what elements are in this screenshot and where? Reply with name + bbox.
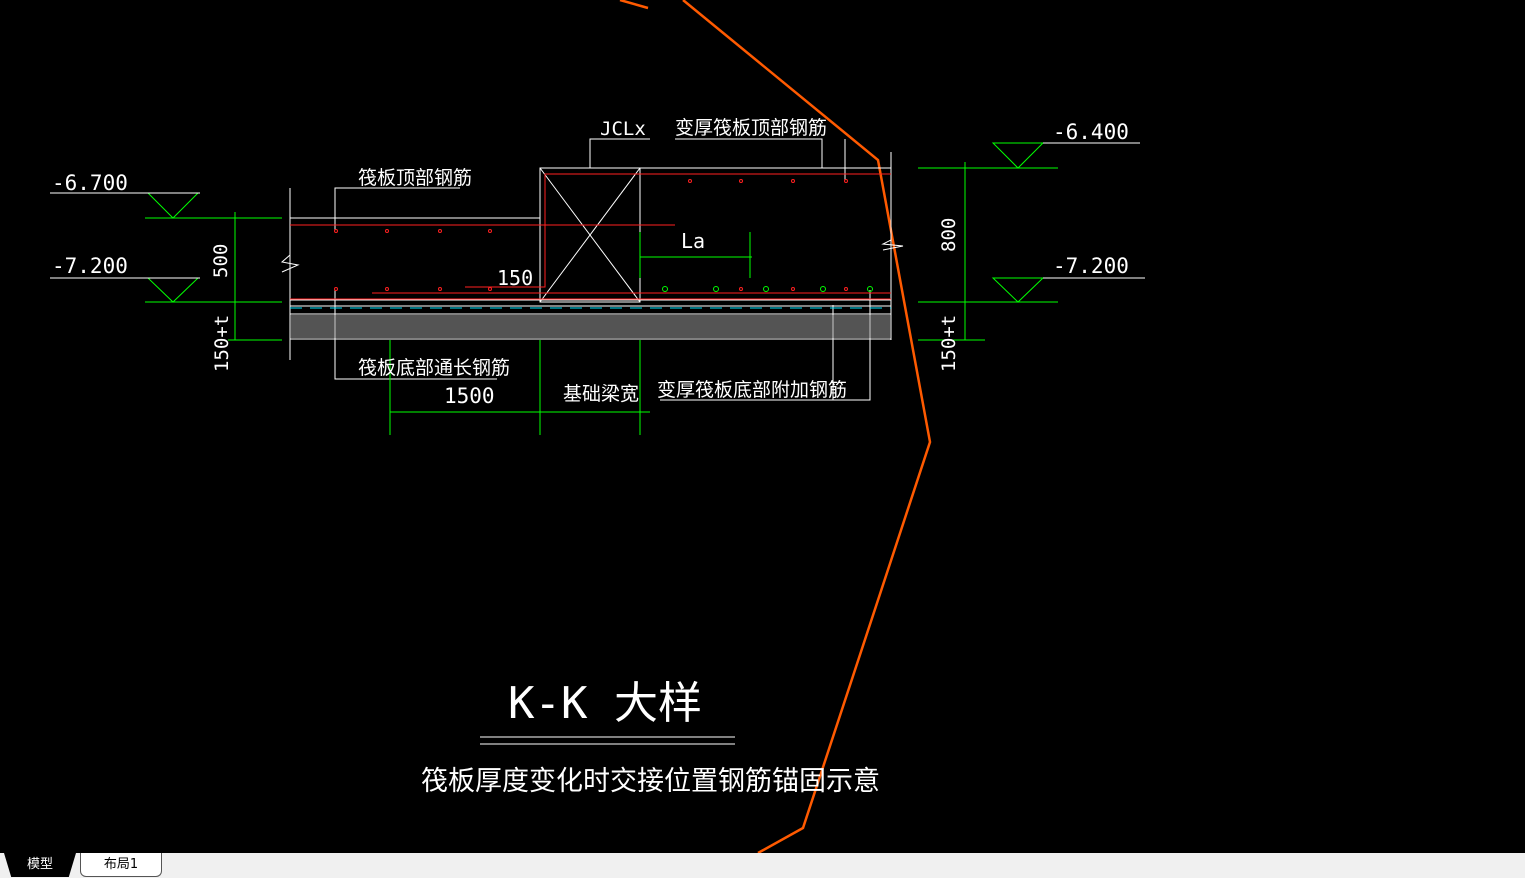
revision-cloud-line: [619, 0, 649, 10]
dim-right-cushion: 150+t: [938, 315, 960, 372]
label-thick-bottom-extra-rebar: 变厚筏板底部附加钢筋: [657, 379, 847, 401]
rebar-lines: [290, 173, 891, 300]
label-anchor-length: La: [681, 229, 705, 253]
cad-drawing-canvas[interactable]: 筏板顶部钢筋 筏板底部通长钢筋 JCLx 变厚筏板顶部钢筋 变厚筏板底部附加钢筋…: [0, 0, 1525, 853]
label-top-rebar: 筏板顶部钢筋: [358, 167, 472, 189]
dim-right-thickness: 800: [938, 218, 960, 252]
elevation-left-top: -6.700: [52, 171, 128, 195]
dim-offset: 150: [497, 266, 533, 290]
dimension-lines: [145, 142, 1058, 435]
tab-layout1[interactable]: 布局1: [80, 853, 162, 877]
label-bottom-through-rebar: 筏板底部通长钢筋: [358, 357, 510, 379]
elevation-right-top: -6.400: [1053, 120, 1129, 144]
label-beam-width: 基础梁宽: [563, 383, 639, 405]
elevation-right-bottom: -7.200: [1053, 254, 1129, 278]
label-beam-name: JCLx: [600, 118, 646, 140]
section-outline: [280, 138, 904, 745]
revision-cloud-line: [682, 0, 932, 853]
detail-title: K-K 大样: [508, 678, 702, 729]
layout-tab-bar: 模型 布局1: [0, 853, 1525, 878]
tab-model[interactable]: 模型: [4, 853, 76, 877]
dim-left-cushion: 150+t: [211, 315, 233, 372]
dim-extension: 1500: [444, 384, 495, 408]
gravel-cushion-hatch: [290, 315, 891, 338]
elevation-left-bottom: -7.200: [52, 254, 128, 278]
elevation-leaders: [50, 142, 1145, 279]
dim-left-thickness: 500: [210, 244, 232, 278]
additional-rebar-dots: [662, 286, 873, 292]
rebar-dots: [334, 179, 848, 291]
detail-subtitle: 筏板厚度变化时交接位置钢筋锚固示意: [421, 766, 880, 797]
label-thick-top-rebar: 变厚筏板顶部钢筋: [675, 117, 827, 139]
